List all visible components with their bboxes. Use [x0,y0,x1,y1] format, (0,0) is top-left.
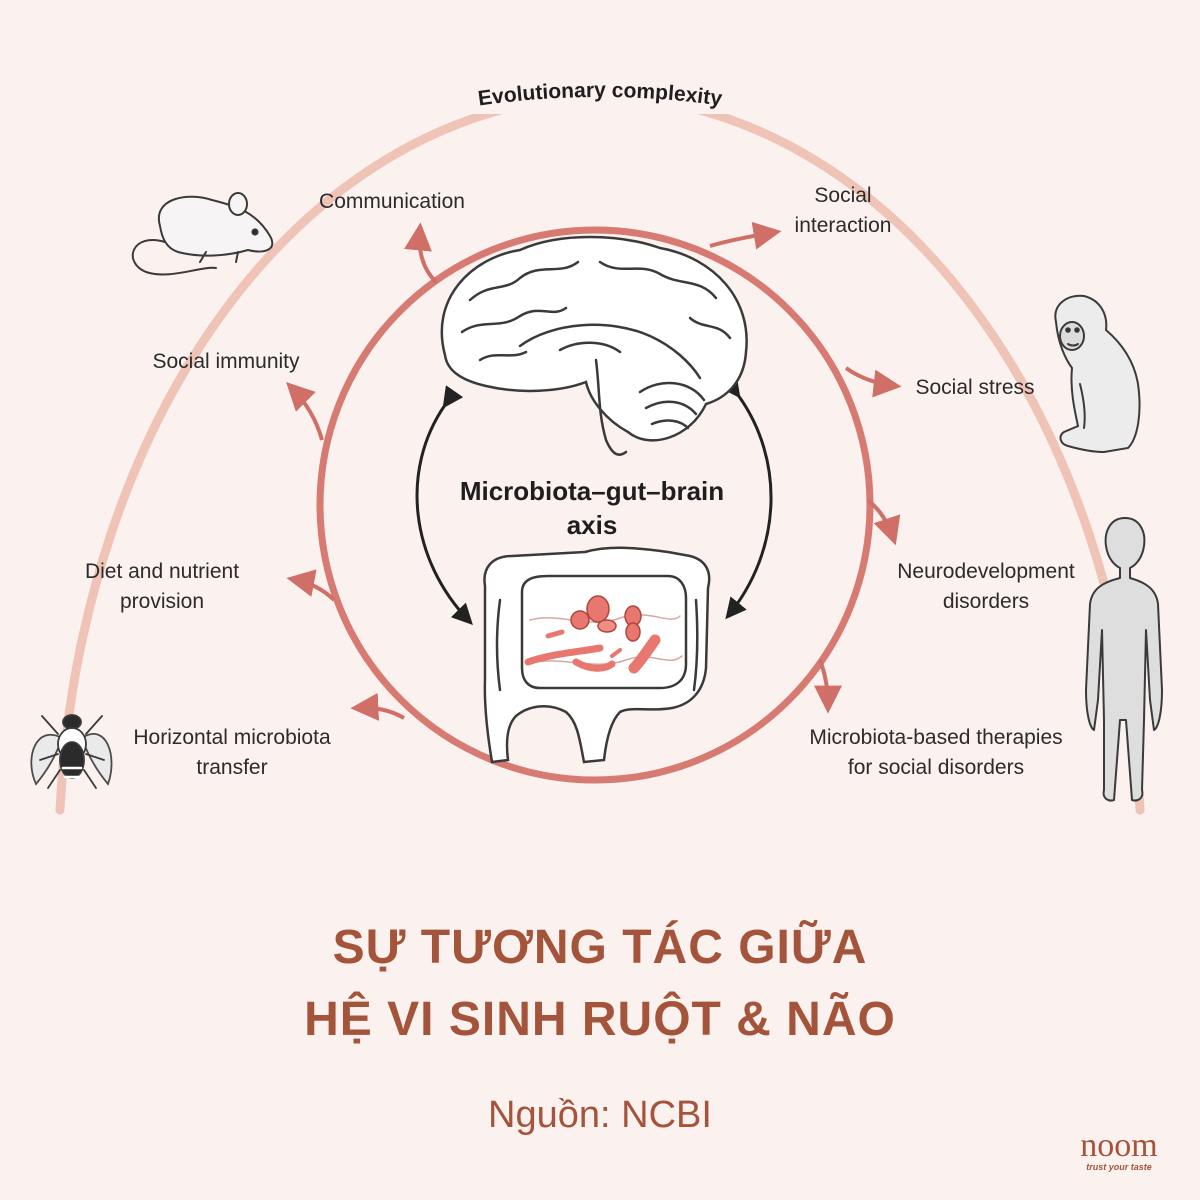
human-illustration [1085,517,1163,802]
gut-illustration [483,546,711,764]
ring-arrows [286,221,902,721]
label-diet-line2: provision [120,590,204,613]
axis-ring [316,226,874,784]
monkey-illustration [1054,294,1141,454]
label-neurodevelopment-line1: Neurodevelopment [897,560,1075,583]
label-therapies-line1: Microbiota-based therapies [809,726,1062,749]
source-credit: Nguồn: NCBI [488,1094,712,1136]
label-social-immunity: Social immunity [152,350,300,373]
fly-illustration [30,714,113,789]
label-social-interaction-line1: Social [814,184,871,207]
arrow-neurodevelopment [866,498,901,546]
arrow-social-interaction [709,221,782,250]
arrow-diet [286,569,336,602]
label-diet-line1: Diet and nutrient [85,560,239,583]
label-communication: Communication [319,190,465,213]
label-therapies-line2: for social disorders [848,756,1024,779]
axis-label-line1: Microbiota–gut–brain [460,476,724,506]
title-line-1: SỰ TƯƠNG TÁC GIỮA [332,921,868,974]
arrow-social-stress [844,366,902,398]
brain-to-gut-arrow [415,385,473,626]
label-horizontal-line1: Horizontal microbiota [133,726,331,749]
logo-tagline: trust your taste [1086,1162,1152,1172]
noom-logo: noom trust your taste [1080,1127,1157,1172]
axis-label-line2: axis [567,510,618,540]
logo-wordmark: noom [1080,1127,1157,1164]
microbes [524,595,661,674]
brain-illustration [440,235,748,456]
label-social-interaction-line2: interaction [795,214,892,237]
arrow-horizontal [350,692,405,721]
gut-to-brain-arrow [719,375,773,620]
arc-label-bg [462,82,738,114]
mouse-illustration [131,192,274,276]
arrow-social-immunity [286,382,324,441]
arrow-therapies [813,659,842,714]
label-horizontal-line2: transfer [196,756,267,779]
title-line-2: HỆ VI SINH RUỘT & NÃO [304,993,896,1046]
label-social-stress: Social stress [915,376,1034,399]
label-neurodevelopment-line2: disorders [943,590,1029,613]
arrow-communication [404,222,438,284]
